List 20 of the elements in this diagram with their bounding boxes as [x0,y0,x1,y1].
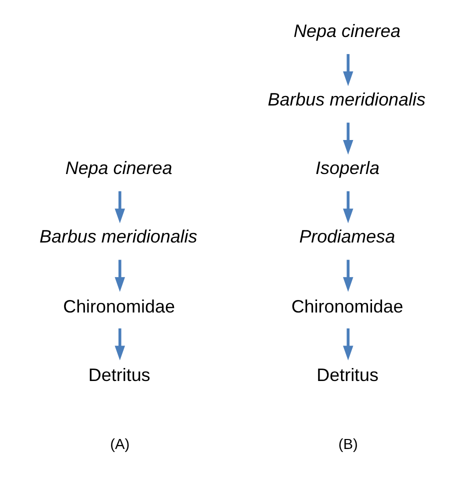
node-text: Detritus [88,364,150,384]
arrow [342,54,353,86]
node-text: Isoperla [315,158,379,178]
node-text: Nepa cinerea [293,20,400,40]
arrow [114,259,125,292]
arrow [342,259,353,292]
arrow [114,328,125,360]
node-text: Chironomidae [290,296,403,316]
arrow [342,328,353,360]
node-text: Nepa cinerea [64,158,172,178]
node-text: Barbus meridionalis [267,88,426,109]
arrow [342,122,353,154]
label: (B) [338,436,358,453]
arrow [114,190,125,223]
node-text: Detritus [316,364,378,384]
label: (A) [110,436,130,453]
node-text: Prodiamesa [298,226,395,246]
node-text: Barbus meridionalis [38,226,197,246]
arrow [342,190,353,223]
node-text: Chironomidae [62,296,174,316]
